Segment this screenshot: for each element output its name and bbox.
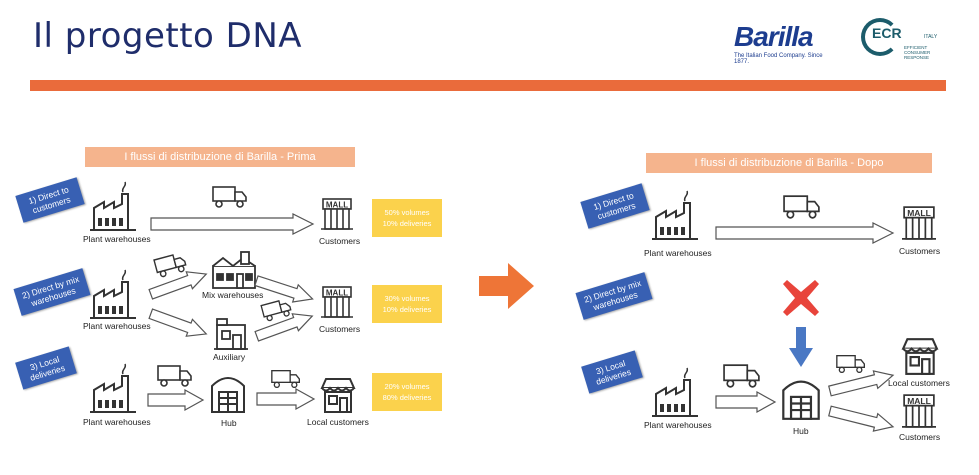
right-header: I flussi di distribuzione di Barilla - D… <box>646 153 932 173</box>
volume-box: 20% volumes 80% deliveries <box>372 373 442 411</box>
hub-icon <box>211 377 245 413</box>
right-tag-local-deliveries: 3) Local deliveries <box>581 350 643 394</box>
down-arrow-icon <box>789 327 813 367</box>
svg-text:MALL: MALL <box>326 289 348 298</box>
volume-text: 20% volumes <box>384 382 430 391</box>
plant-warehouses-label: Plant warehouses <box>83 321 151 331</box>
truck-icon <box>212 186 247 208</box>
flow-arrow <box>828 370 895 397</box>
deliveries-text: 10% deliveries <box>382 305 432 314</box>
svg-text:MALL: MALL <box>907 208 931 218</box>
barilla-logo-tagline: The Italian Food Company. Since 1877. <box>734 53 823 65</box>
cross-icon <box>783 280 819 316</box>
mall-icon: MALL <box>902 206 936 240</box>
right-tag-direct-by-mix: 2) Direct by mix warehouses <box>575 272 653 320</box>
volume-box: 50% volumes 10% deliveries <box>372 199 442 237</box>
shop-icon <box>901 338 939 375</box>
truck-icon <box>260 300 292 322</box>
customers-label: Customers <box>319 324 361 334</box>
volume-text: 50% volumes <box>384 208 430 217</box>
volume-box: 30% volumes 10% deliveries <box>372 285 442 323</box>
svg-text:MALL: MALL <box>907 396 931 406</box>
auxiliary-label: Auxiliary <box>213 352 246 362</box>
hub-label: Hub <box>221 418 237 428</box>
customers-label: Customers <box>899 432 941 442</box>
flow-arrow <box>254 313 314 342</box>
customers-label: Customers <box>319 236 361 246</box>
auxiliary-warehouse-icon <box>214 318 248 350</box>
flow-arrow <box>147 388 205 412</box>
right-tag-direct-to-customers: 1) Direct to customers <box>580 183 650 229</box>
left-tag-direct-to-customers: 1) Direct to customers <box>15 177 85 223</box>
barilla-logo-wordmark: Barilla <box>734 21 814 52</box>
factory-icon <box>652 190 698 240</box>
left-tag-local-deliveries: 3) Local deliveries <box>15 346 77 390</box>
flow-arrow <box>715 222 895 244</box>
left-tag-direct-by-mix: 2) Direct by mix warehouses <box>13 268 91 316</box>
shop-icon <box>320 378 356 413</box>
svg-text:MALL: MALL <box>326 201 348 210</box>
mall-icon: MALL <box>321 198 353 230</box>
plant-warehouses-label: Plant warehouses <box>644 248 712 258</box>
page-title: Il progetto DNA <box>33 16 303 56</box>
ecr-ring-icon <box>861 18 899 56</box>
customers-label: Customers <box>899 246 941 256</box>
local-customers-label: Local customers <box>888 378 950 388</box>
deliveries-text: 80% deliveries <box>382 393 432 402</box>
barilla-logo: Barilla The Italian Food Company. Since … <box>734 22 824 68</box>
factory-icon <box>652 367 698 417</box>
truck-icon <box>157 365 192 387</box>
mall-icon: MALL <box>321 286 353 318</box>
factory-icon <box>90 181 136 231</box>
factory-icon <box>90 269 136 319</box>
local-customers-label: Local customers <box>307 417 369 427</box>
mall-icon: MALL <box>902 394 936 428</box>
flow-arrow <box>148 308 208 337</box>
truck-icon <box>271 370 301 389</box>
hub-icon <box>782 380 820 420</box>
deliveries-text: 10% deliveries <box>382 219 432 228</box>
truck-icon <box>723 364 760 388</box>
truck-icon <box>836 355 866 374</box>
flow-arrow <box>254 275 314 303</box>
accent-bar <box>30 80 946 91</box>
mix-warehouses-label: Mix warehouses <box>202 290 264 300</box>
mix-warehouse-icon <box>212 251 256 289</box>
flow-arrow <box>828 405 895 432</box>
plant-warehouses-label: Plant warehouses <box>83 234 151 244</box>
flow-arrow <box>150 213 315 235</box>
left-header: I flussi di distribuzione di Barilla - P… <box>85 147 355 167</box>
flow-arrow <box>715 390 777 414</box>
ecr-logo: ECR ITALY EFFICIENT CONSUMER RESPONSE <box>858 15 948 63</box>
factory-icon <box>90 363 136 413</box>
plant-warehouses-label: Plant warehouses <box>644 420 712 430</box>
ecr-logo-text: ECR <box>872 25 902 41</box>
flow-arrow <box>148 271 208 300</box>
truck-icon <box>783 195 820 219</box>
ecr-subtitle: EFFICIENT CONSUMER RESPONSE <box>904 45 931 60</box>
plant-warehouses-label: Plant warehouses <box>83 417 151 427</box>
before-after-arrow <box>479 263 534 309</box>
flow-arrow <box>256 387 316 411</box>
truck-icon <box>153 254 187 278</box>
hub-label: Hub <box>793 426 809 436</box>
ecr-country: ITALY <box>924 34 938 40</box>
volume-text: 30% volumes <box>384 294 430 303</box>
